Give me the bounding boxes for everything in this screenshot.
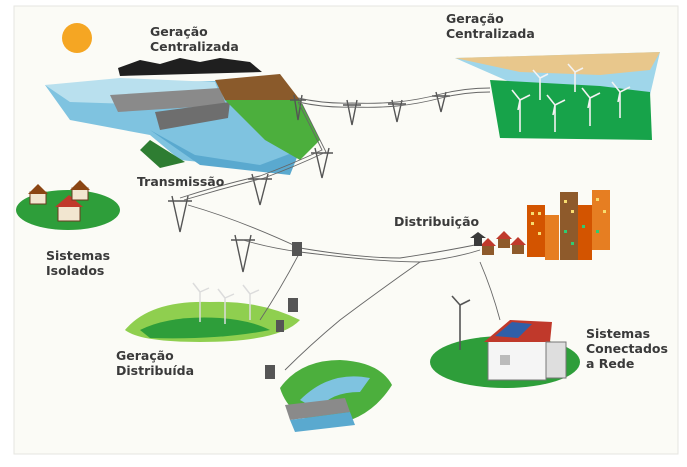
power-lines (179, 87, 501, 371)
small-turbines (192, 282, 260, 324)
small-houses (480, 231, 526, 255)
solar-panel (495, 322, 532, 338)
label-isolated-systems: Sistemas Isolados (46, 248, 111, 278)
tree-line (118, 58, 262, 76)
label-wind-generation: Geração Centralizada (446, 11, 535, 41)
sun-icon (62, 23, 92, 53)
distribution-poles (265, 232, 486, 379)
label-transmission: Transmissão (137, 174, 225, 189)
wind-farm (455, 52, 660, 140)
small-hydro-plant (280, 360, 392, 432)
label-distributed-generation: Geração Distribuída (116, 348, 195, 378)
label-grid-connected-systems: Sistemas Conectados a Rede (586, 326, 668, 371)
grid-connected-house (430, 295, 580, 388)
home-wind-turbine (451, 295, 471, 350)
hydro-plant (45, 58, 320, 175)
dam-wall (110, 88, 226, 112)
wind-turbines (511, 63, 631, 132)
label-distribution: Distribuição (394, 214, 480, 229)
distributed-generation-hill (125, 282, 300, 342)
label-hydro-generation: Geração Centralizada (150, 24, 239, 54)
city-buildings (480, 190, 610, 260)
isolated-systems-island (16, 180, 120, 230)
